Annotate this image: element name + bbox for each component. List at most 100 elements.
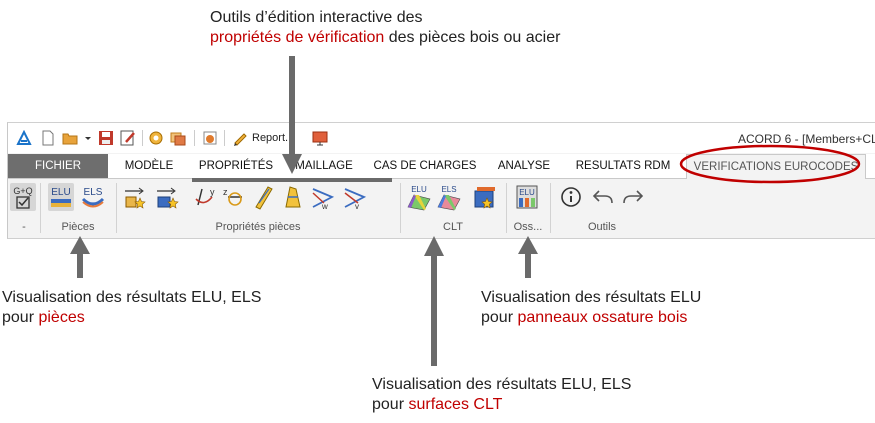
- callout-highlight: surfaces CLT: [408, 396, 503, 413]
- tab-cas-de-charges[interactable]: CAS DE CHARGES: [373, 160, 477, 172]
- new-file-icon[interactable]: [40, 130, 56, 146]
- pencil-icon[interactable]: [232, 130, 248, 146]
- undo-button[interactable]: [590, 183, 616, 211]
- callout-text: des pièces bois ou acier: [384, 29, 561, 46]
- tab-maillage[interactable]: MAILLAGE: [295, 160, 353, 172]
- deflection-w-icon: w: [312, 188, 335, 211]
- elu-results-pieces-button[interactable]: ELU: [48, 183, 74, 211]
- group-label-pieces: Pièces: [61, 221, 95, 233]
- panel-star-icon: [474, 187, 495, 209]
- callout-line: Visualisation des résultats ELU, ELS: [372, 376, 632, 393]
- tab-analyse[interactable]: ANALYSE: [497, 160, 551, 172]
- presentation-icon[interactable]: [312, 130, 328, 146]
- callout-clt: Visualisation des résultats ELU, ELS pou…: [372, 375, 631, 415]
- info-icon: [561, 187, 581, 207]
- open-folder-icon[interactable]: [62, 130, 78, 146]
- group-label-clt: CLT: [443, 221, 463, 233]
- edit-document-icon[interactable]: [120, 130, 136, 146]
- chevron-down-icon[interactable]: [84, 130, 92, 146]
- edit-properties-tool-3[interactable]: y: [192, 183, 218, 211]
- report-button-label[interactable]: Report...: [252, 132, 295, 144]
- group-separator: [400, 183, 401, 233]
- callout-line: pour surfaces CLT: [372, 395, 631, 415]
- edit-properties-tool-8[interactable]: v: [342, 183, 368, 211]
- edit-properties-tool-7[interactable]: w: [310, 183, 336, 211]
- arrow-down: [282, 56, 302, 174]
- svg-text:ELS: ELS: [441, 185, 456, 194]
- edit-properties-tool-1[interactable]: [122, 183, 148, 211]
- callout-text: pour: [2, 309, 39, 326]
- callout-text: pour: [481, 309, 518, 326]
- check-box-icon: G+Q: [13, 186, 33, 209]
- edit-properties-tool-5[interactable]: [250, 183, 276, 211]
- gq-label: G+Q: [13, 186, 32, 196]
- callout-ossature: Visualisation des résultats ELU pour pan…: [481, 288, 701, 328]
- tab-fichier[interactable]: FICHIER: [8, 154, 108, 178]
- timber-frame-icon: ELU: [516, 185, 538, 209]
- callout-line: pour panneaux ossature bois: [481, 308, 701, 328]
- clt-properties-button[interactable]: [472, 183, 498, 211]
- save-icon[interactable]: [98, 130, 114, 146]
- qat-divider: [224, 130, 225, 146]
- group-separator: [506, 183, 507, 233]
- svg-text:w: w: [321, 202, 328, 211]
- deflection-v-icon: v: [344, 188, 367, 211]
- buckling-member-icon: [285, 186, 301, 208]
- undo-icon: [592, 190, 613, 204]
- callout-edit-tools: Outils d’édition interactive des proprié…: [210, 8, 560, 48]
- acord-logo-icon[interactable]: [16, 130, 32, 146]
- group-label-ossature: Oss...: [513, 221, 543, 233]
- arrow-up-ossature: [518, 236, 538, 278]
- rotation-y-icon: y: [195, 187, 215, 206]
- window-title: ACORD 6 - [Members+CL: [738, 132, 875, 146]
- oss-elu-label: ELU: [519, 188, 535, 197]
- rotation-z-icon: z: [223, 187, 242, 206]
- clt-els-icon: ELS: [437, 185, 461, 211]
- redo-button[interactable]: [620, 183, 646, 211]
- group-label-proprietes-pieces: Propriétés pièces: [215, 221, 301, 233]
- callout-line: propriétés de vérification des pièces bo…: [210, 28, 560, 48]
- svg-text:v: v: [355, 202, 359, 211]
- highlight-ellipse: [679, 144, 861, 184]
- tab-proprietes[interactable]: PROPRIÉTÉS: [198, 160, 274, 172]
- qat-divider: [142, 130, 143, 146]
- elu-label: ELU: [51, 187, 70, 198]
- edit-properties-tool-2[interactable]: [154, 183, 180, 211]
- elu-icon: ELU: [51, 187, 71, 207]
- group-separator: [550, 183, 551, 233]
- elu-results-clt-button[interactable]: ELU: [406, 183, 432, 211]
- beam-star-blue-icon: [157, 187, 179, 209]
- callout-highlight: panneaux ossature bois: [517, 309, 688, 326]
- edit-properties-tool-6[interactable]: [280, 183, 306, 211]
- load-combination-button[interactable]: G+Q: [10, 183, 36, 211]
- els-results-clt-button[interactable]: ELS: [436, 183, 462, 211]
- callout-text: pour: [372, 396, 409, 413]
- export-icon[interactable]: [202, 130, 218, 146]
- edit-properties-tool-4[interactable]: z: [220, 183, 246, 211]
- elu-results-ossature-button[interactable]: ELU: [514, 183, 540, 211]
- svg-text:ELU: ELU: [411, 185, 427, 194]
- callout-line: Outils d’édition interactive des: [210, 9, 423, 26]
- callout-highlight: propriétés de vérification: [210, 29, 385, 46]
- redo-icon: [623, 190, 644, 204]
- ribbon-tab-bar: FICHIER MODÈLE PROPRIÉTÉS MAILLAGE CAS D…: [8, 154, 875, 180]
- copy-windows-icon[interactable]: [170, 130, 186, 146]
- qat-divider: [194, 130, 195, 146]
- group-separator: [116, 183, 117, 233]
- els-icon: ELS: [81, 187, 105, 208]
- callout-highlight: pièces: [38, 309, 85, 326]
- svg-text:y: y: [210, 187, 215, 197]
- els-results-pieces-button[interactable]: ELS: [80, 183, 106, 211]
- settings-gear-icon[interactable]: [148, 130, 164, 146]
- ribbon-tools: G+Q ELU ELS y z w v ELU ELS ELU: [8, 179, 875, 237]
- svg-text:z: z: [223, 187, 228, 197]
- group-label-outils: Outils: [587, 221, 617, 233]
- info-button[interactable]: [558, 183, 584, 211]
- arrow-up-clt: [424, 236, 444, 366]
- tab-modele[interactable]: MODÈLE: [124, 160, 174, 172]
- ribbon-window: Report... ACORD 6 - [Members+CL FICHIER …: [7, 122, 875, 239]
- tab-resultats-rdm[interactable]: RESULTATS RDM: [575, 160, 671, 172]
- arrow-up-pieces: [70, 236, 90, 278]
- callout-line: pour pièces: [2, 308, 261, 328]
